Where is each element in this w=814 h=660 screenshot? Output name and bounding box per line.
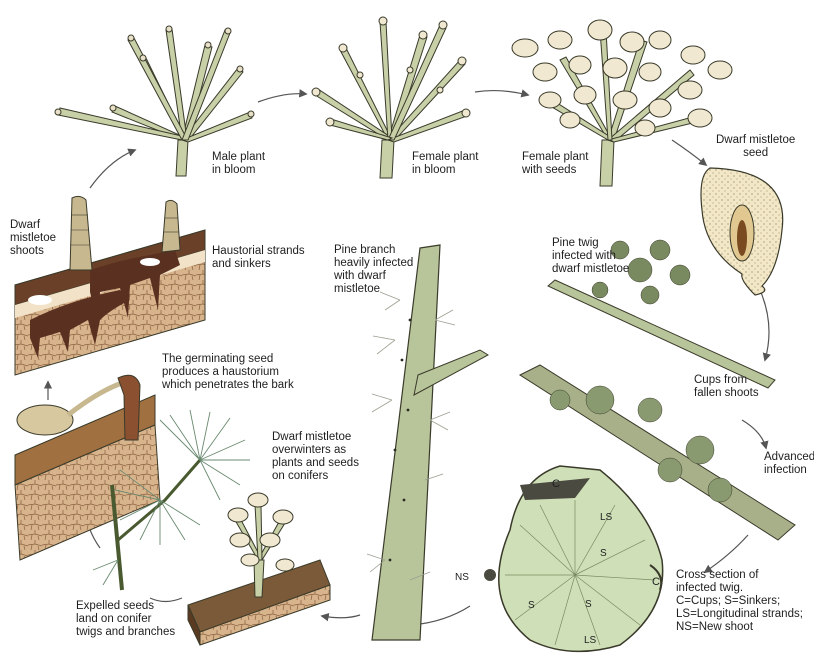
arrow-male-to-female (258, 94, 306, 102)
arrow-branch-to-winter (322, 615, 360, 618)
label-male-plant: Male plant in bloom (212, 151, 265, 177)
arrow-seeds-to-seed (672, 140, 706, 165)
cs-label-s-mid: S (585, 599, 592, 610)
label-pine-twig: Pine twig infected with dwarf mistletoe (552, 237, 629, 276)
arrow-female-to-seeds (475, 91, 528, 95)
arrow-twig-to-advanced (742, 420, 766, 448)
arrow-shoots-to-male (90, 150, 135, 188)
cs-label-s-left: S (528, 600, 535, 611)
cross-section-illustration (484, 466, 663, 651)
germinating-seed-illustration (15, 375, 160, 560)
arrow-advanced-to-section (705, 535, 748, 572)
label-female-plant: Female plant in bloom (412, 151, 478, 177)
seed-illustration (701, 168, 783, 295)
label-pine-branch: Pine branch heavily infected with dwarf … (334, 244, 413, 296)
label-cups-fallen: Cups from fallen shoots (694, 374, 759, 400)
label-expelled: Expelled seeds land on conifer twigs and… (76, 600, 175, 639)
cs-label-ls-bottom: LS (584, 635, 597, 646)
overwinter-illustration (188, 493, 330, 645)
cs-label-s-upper: S (600, 548, 607, 559)
label-cross-section: Cross section of infected twig. C=Cups; … (676, 569, 803, 634)
label-seed: Dwarf mistletoe seed (716, 134, 795, 160)
cs-label-ls-top: LS (600, 512, 613, 523)
label-female-seeds: Female plant with seeds (522, 151, 588, 177)
label-overwinters: Dwarf mistletoe overwinters as plants an… (272, 431, 359, 483)
pine-branch-illustration (367, 245, 488, 640)
cs-label-ns: NS (455, 572, 469, 583)
label-germinating: The germinating seed produces a haustori… (162, 353, 294, 392)
label-haustorial: Haustorial strands and sinkers (212, 245, 305, 271)
cs-label-c-right: C (652, 576, 660, 588)
label-advanced: Advanced infection (764, 451, 814, 477)
cs-label-c-top: C (552, 478, 560, 490)
label-shoots: Dwarf mistletoe shoots (10, 219, 56, 258)
arrow-seed-to-twig (760, 290, 769, 360)
